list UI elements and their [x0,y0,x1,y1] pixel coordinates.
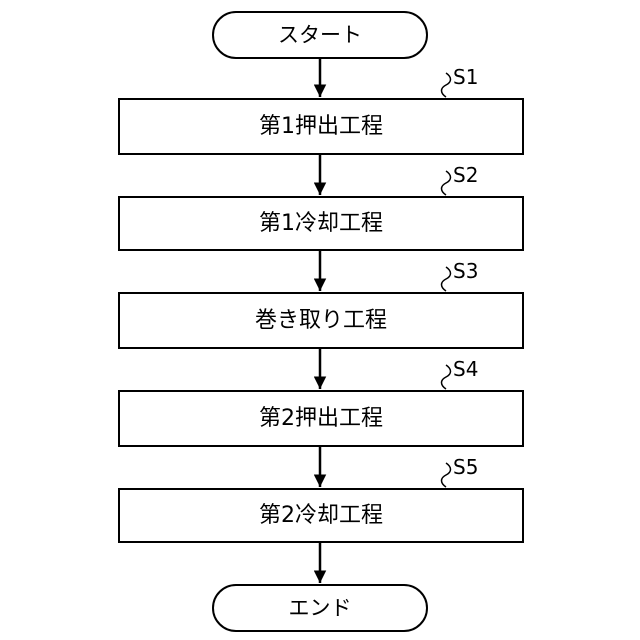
step-label-s3: 巻き取り工程 [255,310,387,332]
step-box-s2: 第1冷却工程 [118,196,524,251]
step-id-s3: S3 [453,261,478,281]
step-box-s4: 第2押出工程 [118,390,524,447]
end-terminal: エンド [212,584,428,632]
step-label-s5: 第2冷却工程 [259,505,383,527]
step-tag-leader-s5 [442,463,451,487]
step-label-s4: 第2押出工程 [259,408,383,430]
step-id-s4: S4 [453,359,478,379]
step-tag-leader-s2 [442,171,451,195]
step-box-s5: 第2冷却工程 [118,488,524,543]
step-id-s5: S5 [453,457,478,477]
step-label-s2: 第1冷却工程 [259,213,383,235]
step-tag-leader-s3 [442,267,451,291]
step-id-s2: S2 [453,165,478,185]
step-box-s1: 第1押出工程 [118,98,524,155]
step-box-s3: 巻き取り工程 [118,292,524,349]
step-label-s1: 第1押出工程 [259,116,383,138]
start-label: スタート [278,25,362,46]
step-tag-leader-s1 [442,73,451,97]
step-id-s1: S1 [453,67,478,87]
step-tag-leader-s4 [442,365,451,389]
end-label: エンド [289,598,352,619]
start-terminal: スタート [212,11,428,59]
